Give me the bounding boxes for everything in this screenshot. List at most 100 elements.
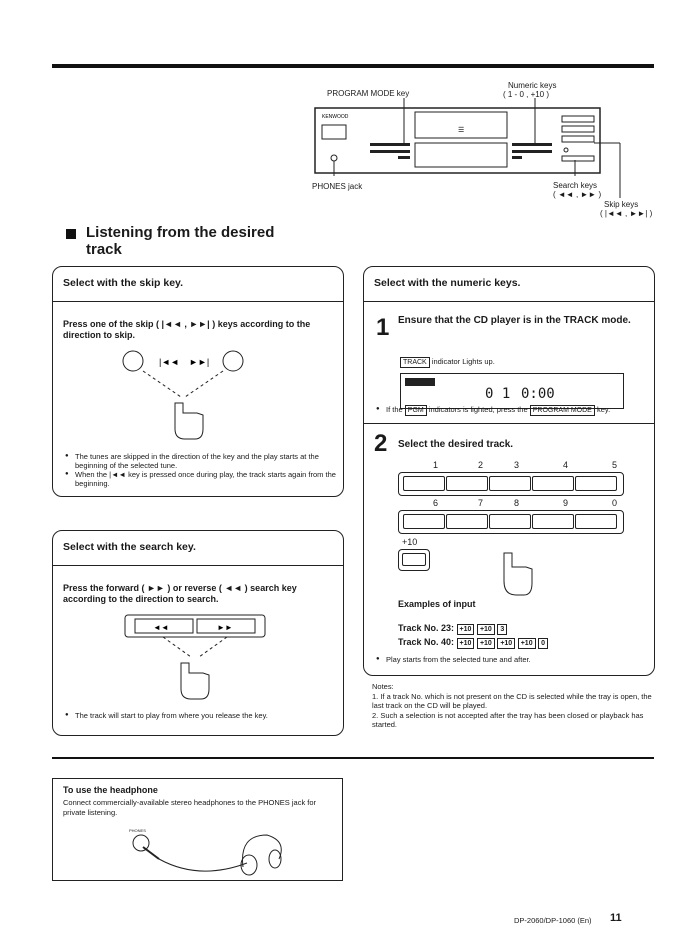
divider <box>53 565 343 566</box>
display-time: 0:00 <box>521 386 555 402</box>
phones-label: PHONES jack <box>312 182 363 191</box>
svg-text:►►: ►► <box>217 623 233 632</box>
top-rule <box>52 64 654 68</box>
key-label: 2 <box>478 460 484 470</box>
key-label: 0 <box>612 498 618 508</box>
key-chip: +10 <box>456 638 475 649</box>
key-3[interactable] <box>489 476 531 491</box>
indicator-text: indicator Lights up. <box>431 357 495 366</box>
pgm-note: If the PGM indicators is lighted, press … <box>376 405 658 416</box>
display-track: 0 1 <box>485 386 511 402</box>
numeric-keys-label: Numeric keys <box>508 81 557 90</box>
numeric-keys-range: ( 1 - 0 , +10 ) <box>503 90 550 99</box>
svg-text:►►|: ►►| <box>189 357 209 367</box>
key-7[interactable] <box>446 514 488 529</box>
skip-bullets: The tunes are skipped in the direction o… <box>65 452 343 488</box>
jack-label: PHONES <box>129 828 146 833</box>
key-chip: 0 <box>538 638 549 649</box>
pgm-key: PGM <box>404 405 427 416</box>
key-9[interactable] <box>532 514 574 529</box>
divider <box>364 423 654 424</box>
headphone-text: Connect commercially-available stereo he… <box>63 798 317 817</box>
skip-panel-title: Select with the skip key. <box>63 277 184 289</box>
step2-text: Select the desired track. <box>398 439 514 450</box>
step-number: 1 <box>376 314 390 341</box>
key-6[interactable] <box>403 514 445 529</box>
brand-logo: KENWOOD <box>322 114 349 120</box>
key-4[interactable] <box>532 476 574 491</box>
key-chip: +10 <box>517 638 536 649</box>
list-item: Play starts from the selected tune and a… <box>376 655 658 664</box>
key-1[interactable] <box>403 476 445 491</box>
search-panel: Select with the search key. Press the fo… <box>52 530 344 736</box>
track-indicator-icon <box>405 378 435 386</box>
numeric-panel: Select with the numeric keys. 1 Ensure t… <box>363 266 655 676</box>
key-label: 3 <box>514 460 520 470</box>
section-bullet-icon <box>66 229 76 239</box>
plus10-label: +10 <box>402 537 418 547</box>
divider <box>53 301 343 302</box>
step-number: 2 <box>374 430 388 457</box>
svg-text:☰: ☰ <box>458 127 464 134</box>
headphone-icon <box>132 834 282 876</box>
svg-text:|◄◄: |◄◄ <box>159 357 179 367</box>
key-label: 8 <box>514 498 520 508</box>
play-note: Play starts from the selected tune and a… <box>376 655 658 664</box>
example-2: Track No. 40: +10 +10 +10 +10 0 <box>398 637 549 649</box>
program-mode-label: PROGRAM MODE key <box>327 89 410 98</box>
notes: Notes: 1. If a track No. which is not pr… <box>372 682 654 730</box>
key-chip: +10 <box>497 638 516 649</box>
search-bullets: The track will start to play from where … <box>65 711 343 720</box>
key-chip: +10 <box>476 638 495 649</box>
key-0[interactable] <box>575 514 617 529</box>
track-indicator-row: TRACK indicator Lights up. <box>400 357 495 368</box>
key-8[interactable] <box>489 514 531 529</box>
plus10-key[interactable] <box>398 549 430 571</box>
search-keys-label: Search keys <box>553 181 598 190</box>
skip-panel: Select with the skip key. Press one of t… <box>52 266 344 497</box>
search-instruction: Press the forward ( ►► ) or reverse ( ◄◄… <box>63 583 297 604</box>
finger-icon <box>503 552 533 596</box>
divider <box>364 301 654 302</box>
key-label: 9 <box>563 498 569 508</box>
key-chip: 3 <box>497 624 508 635</box>
numeric-panel-title: Select with the numeric keys. <box>374 277 521 289</box>
search-keys-illustration: ◄◄ ►► <box>124 614 266 700</box>
list-item: 2. Such a selection is not accepted afte… <box>372 710 644 730</box>
key-label: 5 <box>612 460 618 470</box>
svg-text:◄◄: ◄◄ <box>153 623 169 632</box>
key-label: 1 <box>433 460 439 470</box>
numeric-key-row-1[interactable] <box>398 472 624 496</box>
list-item: The track will start to play from where … <box>65 711 343 720</box>
notes-title: Notes: <box>372 682 394 691</box>
list-item: 1. If a track No. which is not present o… <box>372 691 652 711</box>
key-label: 6 <box>433 498 439 508</box>
skip-instruction: Press one of the skip ( |◄◄ , ►►| ) keys… <box>63 319 311 340</box>
key-5[interactable] <box>575 476 617 491</box>
headphone-box: To use the headphone Connect commerciall… <box>52 778 343 881</box>
key-chip: +10 <box>456 624 475 635</box>
track-key: TRACK <box>400 357 430 368</box>
numeric-key-row-2[interactable] <box>398 510 624 534</box>
search-panel-title: Select with the search key. <box>63 541 196 553</box>
headphone-title: To use the headphone <box>63 785 158 795</box>
step1-text: Ensure that the CD player is in the TRAC… <box>398 315 631 326</box>
cd-player-diagram: KENWOOD ☰ <box>314 98 621 198</box>
footer-model: DP-2060/DP-1060 (En) <box>514 916 592 925</box>
key-chip: +10 <box>476 624 495 635</box>
list-item: The tunes are skipped in the direction o… <box>65 452 343 470</box>
program-mode-key: PROGRAM MODE <box>529 405 595 416</box>
examples-title: Examples of input <box>398 599 476 609</box>
bottom-rule <box>52 757 654 759</box>
key-label: 4 <box>563 460 569 470</box>
cd-display: 0 1 0:00 <box>400 373 624 409</box>
skip-keys-label: Skip keys <box>604 200 639 209</box>
section-title: Listening from the desired track <box>86 224 275 258</box>
key-label: 7 <box>478 498 484 508</box>
page-number: 11 <box>610 912 622 924</box>
example-1: Track No. 23: +10 +10 3 <box>398 623 508 635</box>
skip-keys-illustration: |◄◄ ►►| <box>122 350 244 440</box>
key-2[interactable] <box>446 476 488 491</box>
list-item: If the PGM indicators is lighted, press … <box>376 405 658 416</box>
skip-keys-symbols: ( |◄◄ , ►►| ) <box>600 209 653 218</box>
